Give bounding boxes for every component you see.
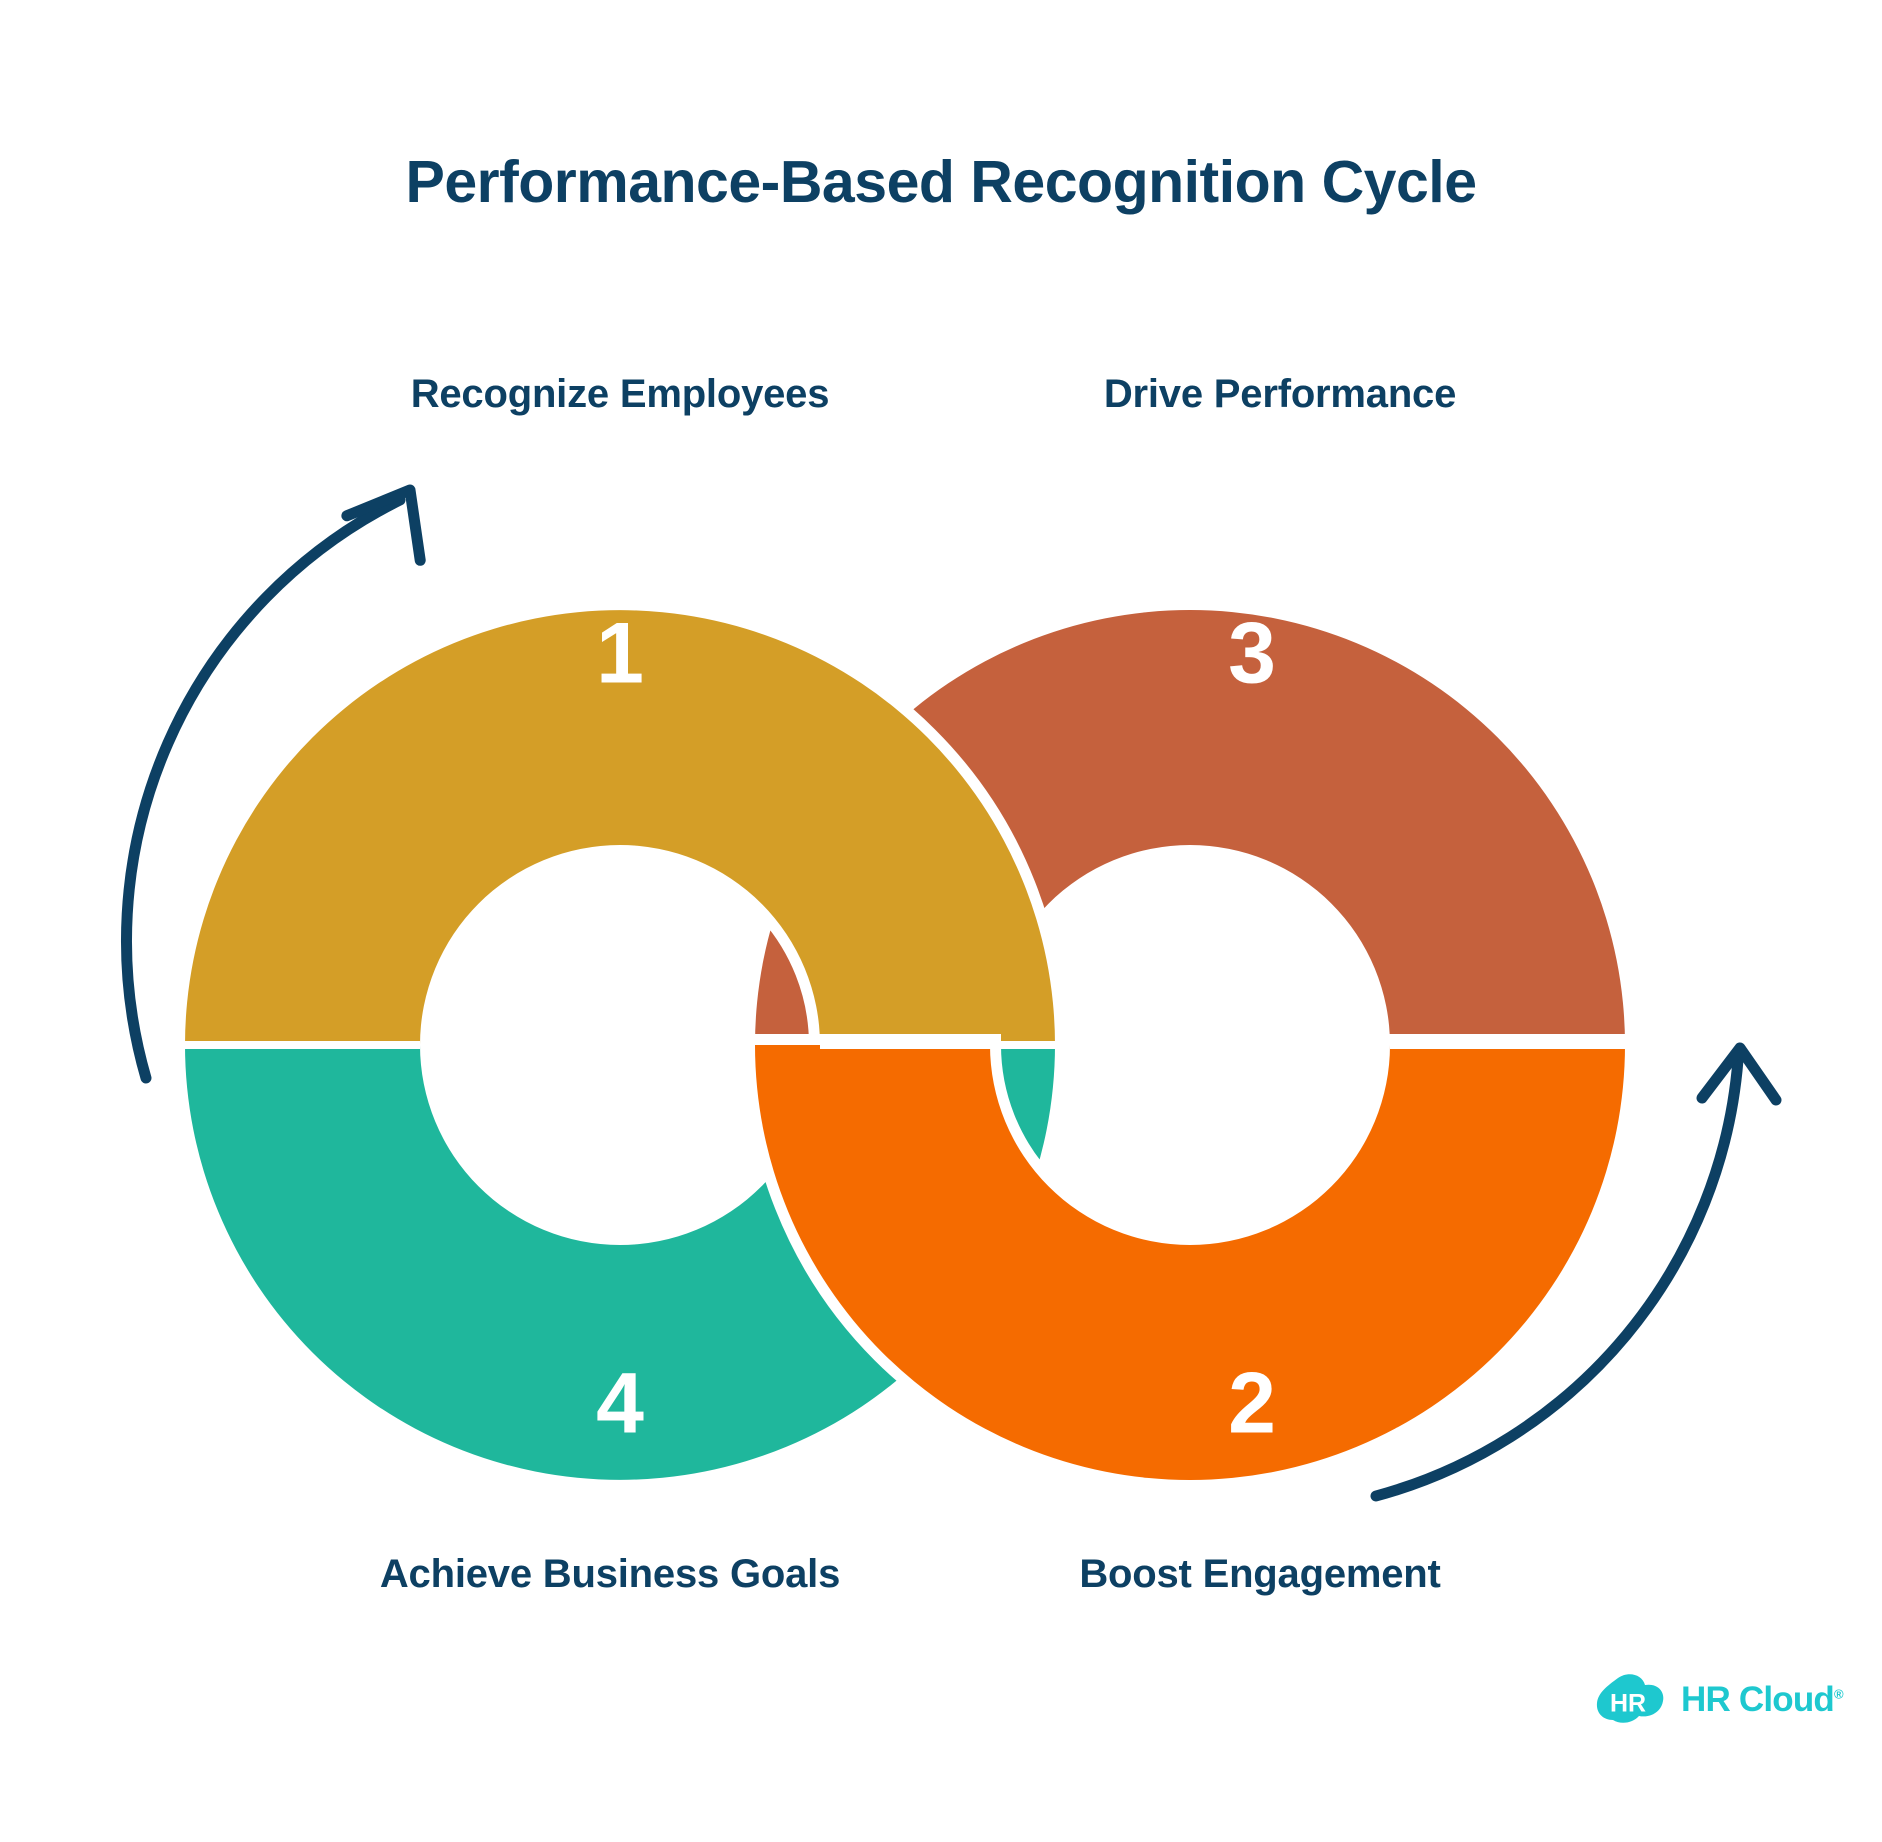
segment-number-2: 2: [1228, 1356, 1276, 1452]
segment-number-3: 3: [1228, 606, 1276, 702]
segment-number-4: 4: [596, 1356, 644, 1452]
left-cycle-arrow: [121, 484, 426, 1084]
ring-segment-2-orange[interactable]: [755, 1045, 1625, 1480]
cloud-icon: HR: [1596, 1674, 1664, 1723]
cloud-badge-text: HR: [1610, 1690, 1646, 1718]
page-title: Performance-Based Recognition Cycle: [405, 149, 1477, 215]
logo-wordmark-text: HR Cloud: [1681, 1680, 1835, 1719]
trademark-symbol: ®: [1834, 1686, 1844, 1702]
step-label-drive-performance: Drive Performance: [1103, 372, 1457, 416]
left-ring-midline-gap-right: [820, 1041, 1055, 1049]
left-ring-midline-gap: [185, 1041, 420, 1049]
right-cycle-arrow: [1370, 1042, 1782, 1502]
step-label-boost-engagement: Boost Engagement: [1079, 1552, 1441, 1596]
segment-number-1: 1: [596, 606, 644, 702]
hr-cloud-logo: HR HR Cloud®: [1595, 1672, 1844, 1728]
right-ring-midline-gap-right: [1390, 1041, 1625, 1049]
logo-wordmark: HR Cloud®: [1681, 1680, 1844, 1720]
ring-segment-1-gold[interactable]: [185, 610, 1055, 1045]
step-label-achieve-business-goals: Achieve Business Goals: [379, 1552, 841, 1596]
step-label-recognize-employees: Recognize Employees: [410, 372, 830, 416]
